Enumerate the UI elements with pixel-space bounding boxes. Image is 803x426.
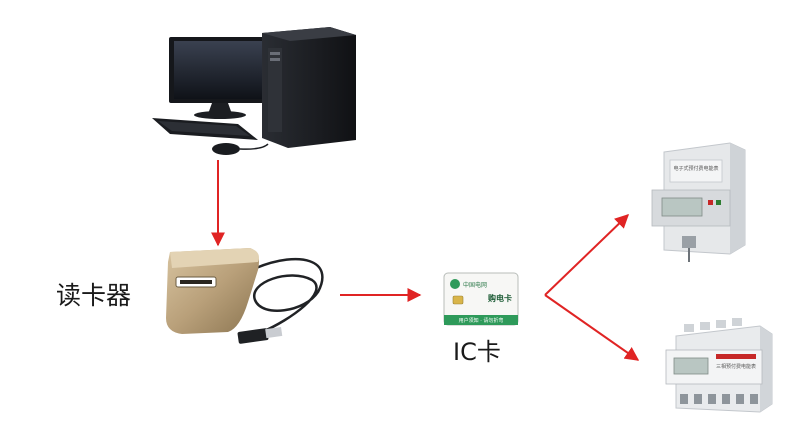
- single-phase-meter-icon: 电子式预付费电能表: [651, 142, 746, 262]
- ic-card-label: IC卡: [453, 338, 501, 366]
- card-footer: 用户须知 · 请勿折弯: [459, 317, 504, 324]
- ic-card-icon: 中国电网 购电卡 用户须知 · 请勿折弯: [443, 272, 519, 326]
- arrow-card-to-three-phase-meter: [544, 294, 640, 361]
- three-phase-meter-icon: 三相预付费电能表: [665, 318, 773, 413]
- card-reader-label: 读卡器: [56, 281, 132, 310]
- card-title: 购电卡: [488, 293, 512, 303]
- arrow-card-to-single-phase-meter: [544, 214, 630, 296]
- card-reader-icon: [166, 248, 324, 344]
- meter1-caption: 电子式预付费电能表: [673, 165, 718, 172]
- meter2-caption: 三相预付费电能表: [716, 363, 756, 370]
- card-brand: 中国电网: [463, 281, 487, 289]
- desktop-computer-icon: [152, 27, 356, 155]
